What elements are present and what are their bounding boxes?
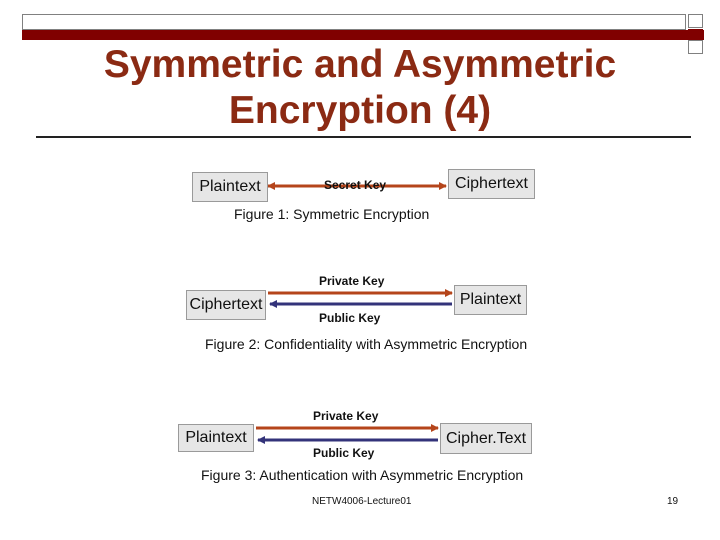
- fig2-plaintext-label: Plaintext: [459, 291, 522, 308]
- fig1-caption: Figure 1: Symmetric Encryption: [234, 206, 430, 222]
- fig3-caption: Figure 3: Authentication with Asymmetric…: [201, 467, 524, 483]
- fig3-public-key-label: Public Key: [313, 446, 375, 460]
- fig3-ciphertext-label: Cipher.Text: [445, 429, 527, 447]
- title-divider: [36, 136, 691, 138]
- fig2-public-key-label: Public Key: [319, 311, 381, 325]
- fig1-ciphertext-label: Ciphertext: [455, 175, 528, 192]
- fig2-plaintext-box: Plaintext: [454, 285, 527, 315]
- fig3-private-key-label: Private Key: [313, 409, 379, 423]
- fig2-caption: Figure 2: Confidentiality with Asymmetri…: [205, 336, 528, 352]
- fig1-plaintext-box: Plaintext: [192, 172, 268, 202]
- fig3-ciphertext-box: Cipher.Text: [440, 423, 532, 454]
- fig1-ciphertext-box: Ciphertext: [448, 169, 535, 199]
- fig2-private-key-label: Private Key: [319, 274, 385, 288]
- fig2-ciphertext-box: Ciphertext: [186, 290, 266, 320]
- footer-course-label: NETW4006-Lecture01: [312, 496, 412, 507]
- fig1-plaintext-label: Plaintext: [199, 178, 261, 195]
- title-line-2: Encryption (4): [228, 89, 492, 132]
- header-bar: [22, 14, 686, 30]
- corner-square-bottom: [688, 40, 703, 54]
- title-line-1: Symmetric and Asymmetric: [103, 43, 617, 86]
- fig3-plaintext-label: Plaintext: [185, 429, 247, 446]
- header-accent-bar: [22, 30, 704, 40]
- fig2-ciphertext-label: Ciphertext: [189, 296, 263, 313]
- slide-title: Symmetric and Asymmetric Encryption (4): [0, 42, 720, 134]
- page-number: 19: [667, 496, 679, 507]
- fig3-plaintext-box: Plaintext: [178, 424, 254, 452]
- corner-square-top: [688, 14, 703, 28]
- fig1-secret-key-label: Secret Key: [324, 178, 387, 192]
